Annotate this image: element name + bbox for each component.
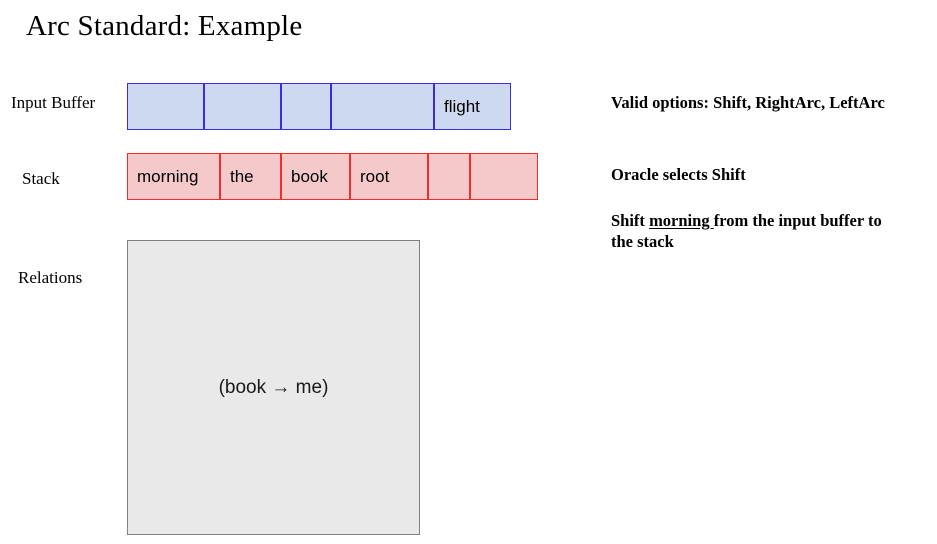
annotation-oracle-selection: Oracle selects Shift — [611, 165, 746, 184]
annotation-valid-options: Valid options: Shift, RightArc, LeftArc — [611, 93, 885, 112]
input-buffer-cell-1[interactable] — [204, 83, 281, 130]
action-prefix: Shift — [611, 211, 650, 230]
stack-label: Stack — [22, 169, 60, 188]
relations-label: Relations — [18, 268, 83, 287]
relations-arc-text: (book → me) — [218, 376, 329, 398]
input-buffer-label: Input Buffer — [11, 93, 96, 112]
stack-cell-5[interactable] — [470, 153, 538, 200]
page-title: Arc Standard: Example — [26, 10, 303, 42]
annotation-action-description: Shift morning from the input buffer to t… — [611, 210, 891, 252]
stack-cell-0[interactable]: morning — [127, 153, 220, 200]
stack-strip: morning the book root — [127, 153, 538, 200]
input-buffer-cell-label: flight — [444, 97, 480, 116]
relations-box: (book → me) — [127, 240, 420, 535]
input-buffer-strip: flight — [127, 83, 511, 130]
input-buffer-cell-3[interactable] — [331, 83, 434, 130]
stack-cell-4[interactable] — [428, 153, 470, 200]
stack-cell-label: the — [230, 167, 254, 186]
action-emphasis-word: morning — [649, 211, 714, 230]
stack-cell-2[interactable]: book — [281, 153, 350, 200]
stack-cell-3[interactable]: root — [350, 153, 428, 200]
stack-cell-label: morning — [137, 167, 199, 186]
input-buffer-cell-0[interactable] — [127, 83, 204, 130]
input-buffer-cell-2[interactable] — [281, 83, 331, 130]
stack-cell-1[interactable]: the — [220, 153, 281, 200]
stack-cell-label: book — [291, 167, 328, 186]
stack-cell-label: root — [360, 167, 390, 186]
input-buffer-cell-4[interactable]: flight — [434, 83, 511, 130]
action-suffix: from the input buffer to the stack — [611, 211, 882, 252]
